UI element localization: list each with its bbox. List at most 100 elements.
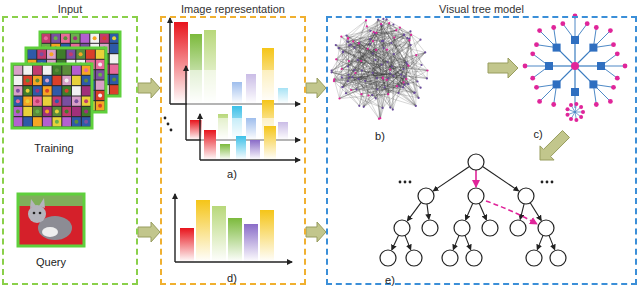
cluster-square xyxy=(589,80,597,88)
graph-point xyxy=(392,75,394,77)
graph-point xyxy=(382,107,384,109)
graph-link xyxy=(334,37,341,80)
flow-arrow xyxy=(540,131,570,161)
graph-point xyxy=(377,19,379,21)
photo-thumb xyxy=(14,107,23,116)
graph-link xyxy=(392,76,394,110)
photo-thumb xyxy=(14,97,23,106)
cluster-square xyxy=(571,36,579,44)
ellipsis-dot xyxy=(551,181,554,184)
graph-point xyxy=(421,64,423,66)
leaf-dot xyxy=(615,51,620,56)
grid-ground xyxy=(12,64,92,128)
flower-blob xyxy=(45,79,49,83)
cluster-square xyxy=(553,80,561,88)
leaf-dot xyxy=(566,107,570,111)
graph-point xyxy=(353,69,355,71)
graph-link xyxy=(376,66,409,99)
axis xyxy=(174,194,175,262)
leaf-dot xyxy=(569,103,573,107)
graph-point xyxy=(369,30,371,32)
flower-blob xyxy=(63,36,67,40)
graph-point xyxy=(410,34,412,36)
ellipsis-dot xyxy=(409,181,412,184)
photo-thumb xyxy=(33,76,42,85)
visual-tree xyxy=(380,154,566,266)
flower-blob xyxy=(98,63,102,67)
photo-thumb xyxy=(57,50,66,59)
graph-point xyxy=(335,44,337,46)
photo-thumb xyxy=(82,86,91,95)
photo-thumb xyxy=(23,107,32,116)
graph-point xyxy=(358,42,360,44)
photo-thumb xyxy=(71,34,80,43)
photo-thumb xyxy=(110,34,119,43)
photo-thumb xyxy=(14,86,23,95)
tree-link xyxy=(530,203,541,221)
photo-thumb xyxy=(62,76,71,85)
graph-point xyxy=(363,106,365,108)
photo-thumb xyxy=(33,107,42,116)
label-box: b) xyxy=(375,126,385,144)
tree-link xyxy=(483,167,519,191)
photo-thumb xyxy=(23,117,32,126)
graph-link xyxy=(390,63,406,108)
graph-point xyxy=(366,25,368,27)
photo-thumb xyxy=(96,70,105,79)
graph-point xyxy=(387,93,389,95)
graph-point xyxy=(358,42,360,44)
graph-point xyxy=(402,86,404,88)
leaf-dot xyxy=(534,42,539,47)
graph-link xyxy=(364,52,426,106)
graph-link xyxy=(347,30,396,41)
flower-blob xyxy=(35,89,39,93)
graph-link xyxy=(341,77,343,87)
tree-node xyxy=(468,188,484,204)
graph-link xyxy=(411,35,425,53)
graph-point xyxy=(355,89,357,91)
graph-point xyxy=(369,43,371,45)
photo-thumb xyxy=(72,76,81,85)
cluster-square xyxy=(571,88,579,96)
graph-point xyxy=(345,92,347,94)
photo-thumb xyxy=(90,34,99,43)
cluster-square xyxy=(597,62,605,70)
graph-point xyxy=(415,105,417,107)
tree-link xyxy=(392,235,399,250)
graph-point xyxy=(348,44,350,46)
photo-thumb xyxy=(62,117,71,126)
query-image xyxy=(18,194,84,246)
graph-point xyxy=(388,22,390,24)
part-letter: a) xyxy=(227,168,237,180)
graph-point xyxy=(390,42,392,44)
tree-link xyxy=(453,235,459,249)
flower-blob xyxy=(55,110,59,114)
photo-thumb xyxy=(82,107,91,116)
histogram-bar xyxy=(228,218,242,262)
flower-blob xyxy=(35,79,39,83)
graph-point xyxy=(403,76,405,78)
photo-thumb xyxy=(23,76,32,85)
flower-blob xyxy=(98,104,102,108)
photo-thumb xyxy=(82,66,91,75)
flower-blob xyxy=(102,36,106,40)
photo-thumb xyxy=(14,66,23,75)
histogram-bar xyxy=(212,206,226,262)
dashed-panel: Visual tree model xyxy=(326,16,637,285)
graph-point xyxy=(403,81,405,83)
photo-thumb xyxy=(43,76,52,85)
flower-blob xyxy=(16,99,20,103)
tree-node xyxy=(518,188,534,204)
part-letter: d) xyxy=(227,272,237,284)
flower-blob xyxy=(35,110,39,114)
graph-point xyxy=(415,54,417,56)
graph-point xyxy=(350,89,352,91)
tree-link xyxy=(475,170,477,187)
graph-link xyxy=(332,72,397,86)
tree-node xyxy=(406,250,422,266)
tree-link xyxy=(465,235,471,249)
photo-thumb xyxy=(72,86,81,95)
flower-blob xyxy=(54,36,58,40)
graph-point xyxy=(389,73,391,75)
